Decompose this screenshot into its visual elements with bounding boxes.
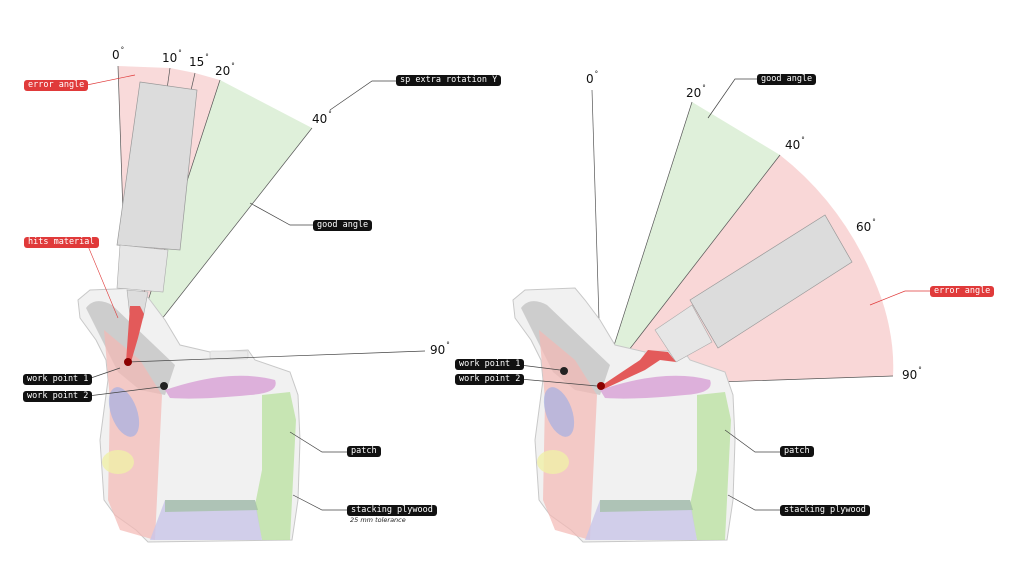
hits-material-label: hits material [24,237,99,248]
right-degree-0: 0° [586,70,599,86]
tolerance-note: 25 mm tolerance [350,516,406,524]
left-patch-label: patch [347,446,381,457]
right-stacking-plywood-label: stacking plywood [780,505,870,516]
sp-extra-rotation-label: sp extra rotation Y [396,75,502,86]
right-panel [512,78,930,543]
right-work-point-1 [560,367,568,375]
right-degree-90: 90° [902,366,922,382]
right-work-point-2-label: work point 2 [455,374,525,385]
left-part-body [77,287,301,543]
left-degree-15: 15° [189,53,209,69]
right-degree-60: 60° [856,218,876,234]
left-good-angle-region [128,80,312,362]
left-good-angle-label: good angle [313,220,373,231]
left-work-point-2-label: work point 2 [23,391,93,402]
left-error-angle-label: error angle [24,80,89,91]
right-degree-20: 20° [686,84,706,100]
left-tool-tip [126,306,144,362]
left-panel [77,65,426,543]
right-work-point-1-label: work point 1 [455,359,525,370]
right-error-angle-label: error angle [930,286,995,297]
left-degree-20: 20° [215,62,235,78]
left-tool [116,81,198,362]
left-degree-10: 10° [162,49,182,65]
right-patch-label: patch [780,446,814,457]
right-good-angle-region [601,102,780,386]
left-work-point-1 [124,358,132,366]
right-good-angle-label: good angle [757,74,817,85]
right-degree-40: 40° [785,136,805,152]
left-degree-90: 90° [430,341,450,357]
right-tool-tip [601,350,676,389]
left-degree-0: 0° [112,46,125,62]
left-stacking-plywood-label: stacking plywood [347,505,437,516]
left-work-point-2 [160,382,168,390]
right-work-point-2 [597,382,605,390]
right-tool [601,214,853,389]
left-work-point-1-label: work point 1 [23,374,93,385]
left-degree-40: 40° [312,110,332,126]
